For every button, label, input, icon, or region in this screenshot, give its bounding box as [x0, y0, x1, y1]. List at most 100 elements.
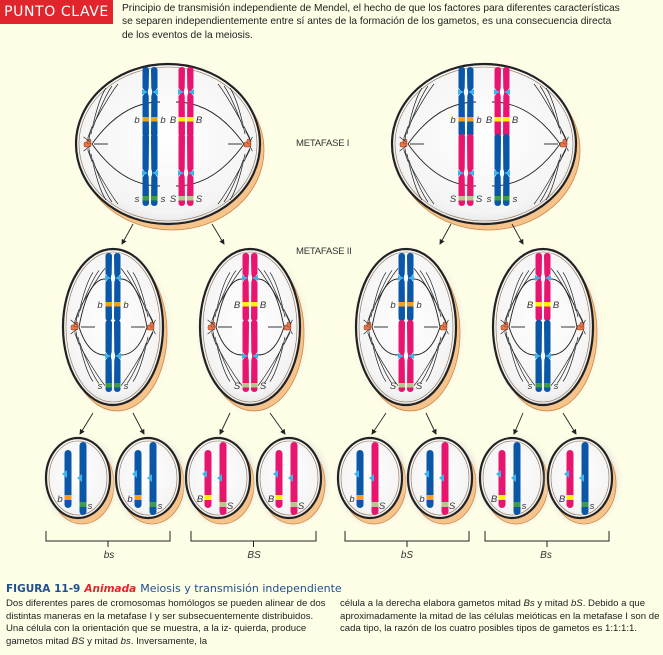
aster-ray	[283, 309, 291, 322]
allele-label-B: B	[170, 115, 177, 126]
allele-label-b: b	[349, 494, 354, 505]
caption-text: célula a la derecha elabora gametos mita…	[340, 598, 524, 609]
spindle-fiber	[78, 326, 106, 356]
spindle-fiber	[81, 268, 106, 306]
chromatid	[494, 134, 501, 206]
spindle-fiber	[120, 326, 148, 356]
allele-band	[503, 117, 510, 122]
centromere	[424, 470, 429, 478]
allele-label-B: B	[197, 494, 204, 505]
caption-text: . Inversamente, la	[130, 635, 208, 647]
allele-label-b: b	[123, 300, 128, 311]
allele-band	[498, 495, 506, 500]
gamete-cell-6	[402, 432, 484, 530]
aster-ray	[445, 319, 449, 325]
aster-ray	[148, 313, 154, 324]
centromere	[77, 474, 82, 482]
allele-label-B: B	[559, 494, 566, 505]
allele-label-S: S	[449, 501, 456, 512]
centromere	[273, 470, 278, 478]
metaphase-1-cells	[70, 58, 588, 236]
aster-ray	[363, 319, 370, 326]
allele-band	[114, 302, 121, 307]
animated-tag[interactable]: Animada	[84, 583, 137, 595]
cell-inner-ring	[48, 440, 108, 516]
chromosome-top	[398, 253, 414, 321]
centromere	[354, 470, 359, 478]
kinetochore	[142, 89, 148, 95]
allele-label-s: s	[161, 194, 166, 205]
spindle-fiber	[410, 83, 435, 123]
spindle-fiber	[223, 159, 244, 203]
allele-label-s: s	[528, 381, 533, 392]
arrow	[219, 412, 231, 435]
spindle-fiber	[218, 348, 243, 386]
allele-label-b: b	[160, 115, 165, 126]
aster-ray	[74, 332, 80, 345]
cell-inner-ring	[358, 251, 454, 403]
aster-ray	[441, 330, 447, 341]
kinetochore	[408, 353, 414, 359]
allele-band	[535, 302, 542, 307]
kinetochore	[545, 353, 551, 359]
metaphase-2-cell-1	[57, 243, 175, 417]
metaphase-2-cells	[57, 243, 605, 417]
allele-band	[178, 117, 185, 122]
allele-band	[105, 383, 112, 388]
aster-ray	[211, 309, 217, 322]
chromosome-pair-top	[142, 67, 158, 137]
spindle-fiber	[223, 85, 244, 129]
aster-ray	[404, 130, 407, 140]
allele-band	[204, 495, 212, 500]
centromere	[147, 474, 152, 482]
spindle-fiber	[81, 348, 106, 386]
centromere	[579, 474, 584, 482]
key-concept-badge: PUNTO CLAVE	[0, 0, 113, 24]
chromosome-bottom	[242, 320, 258, 392]
aster-ray	[207, 319, 214, 326]
allele-label-B: B	[553, 300, 560, 311]
spindle-fiber	[79, 342, 100, 384]
aster-ray	[500, 328, 507, 335]
gamete-cell-8	[542, 432, 624, 530]
allele-label-B: B	[196, 115, 203, 126]
chromosome-bottom	[105, 320, 121, 392]
spindle-fiber	[413, 348, 438, 386]
chromosome-bottom	[535, 320, 551, 392]
chromosome-pair-top	[178, 67, 194, 137]
aster-ray	[582, 319, 586, 325]
centriole	[562, 138, 568, 145]
bracket	[45, 531, 171, 547]
allele-band	[178, 196, 185, 201]
figure-title: Meiosis y transmisión independiente	[140, 582, 342, 595]
aster-ray	[561, 130, 567, 141]
centriole	[149, 321, 155, 328]
arrow	[269, 412, 286, 435]
bracket	[484, 531, 610, 547]
chromosome-pair-bottom	[494, 134, 510, 206]
allele-band	[275, 495, 283, 500]
kinetochore	[494, 170, 500, 176]
aster-ray	[367, 332, 373, 345]
chromatid	[105, 253, 112, 321]
kinetochore	[242, 353, 248, 359]
spindle-fiber	[126, 342, 147, 384]
gamete-label-BS: BS	[247, 550, 261, 561]
spindle-fiber	[132, 336, 149, 382]
aster-ray	[88, 130, 91, 140]
cell-inner-ring	[202, 251, 298, 403]
aster-ray	[289, 319, 293, 325]
allele-band	[187, 117, 194, 122]
allele-label-b: b	[450, 115, 455, 126]
spindle-fiber	[413, 268, 438, 306]
allele-label-b: b	[127, 494, 132, 505]
kinetochore	[468, 89, 474, 95]
kinetochore	[178, 89, 184, 95]
aster-ray	[561, 147, 567, 158]
aster-ray	[87, 126, 93, 139]
arrow	[371, 412, 387, 435]
allele-label-B: B	[260, 300, 267, 311]
aster-ray	[70, 328, 77, 335]
chromosome-long	[371, 442, 379, 515]
